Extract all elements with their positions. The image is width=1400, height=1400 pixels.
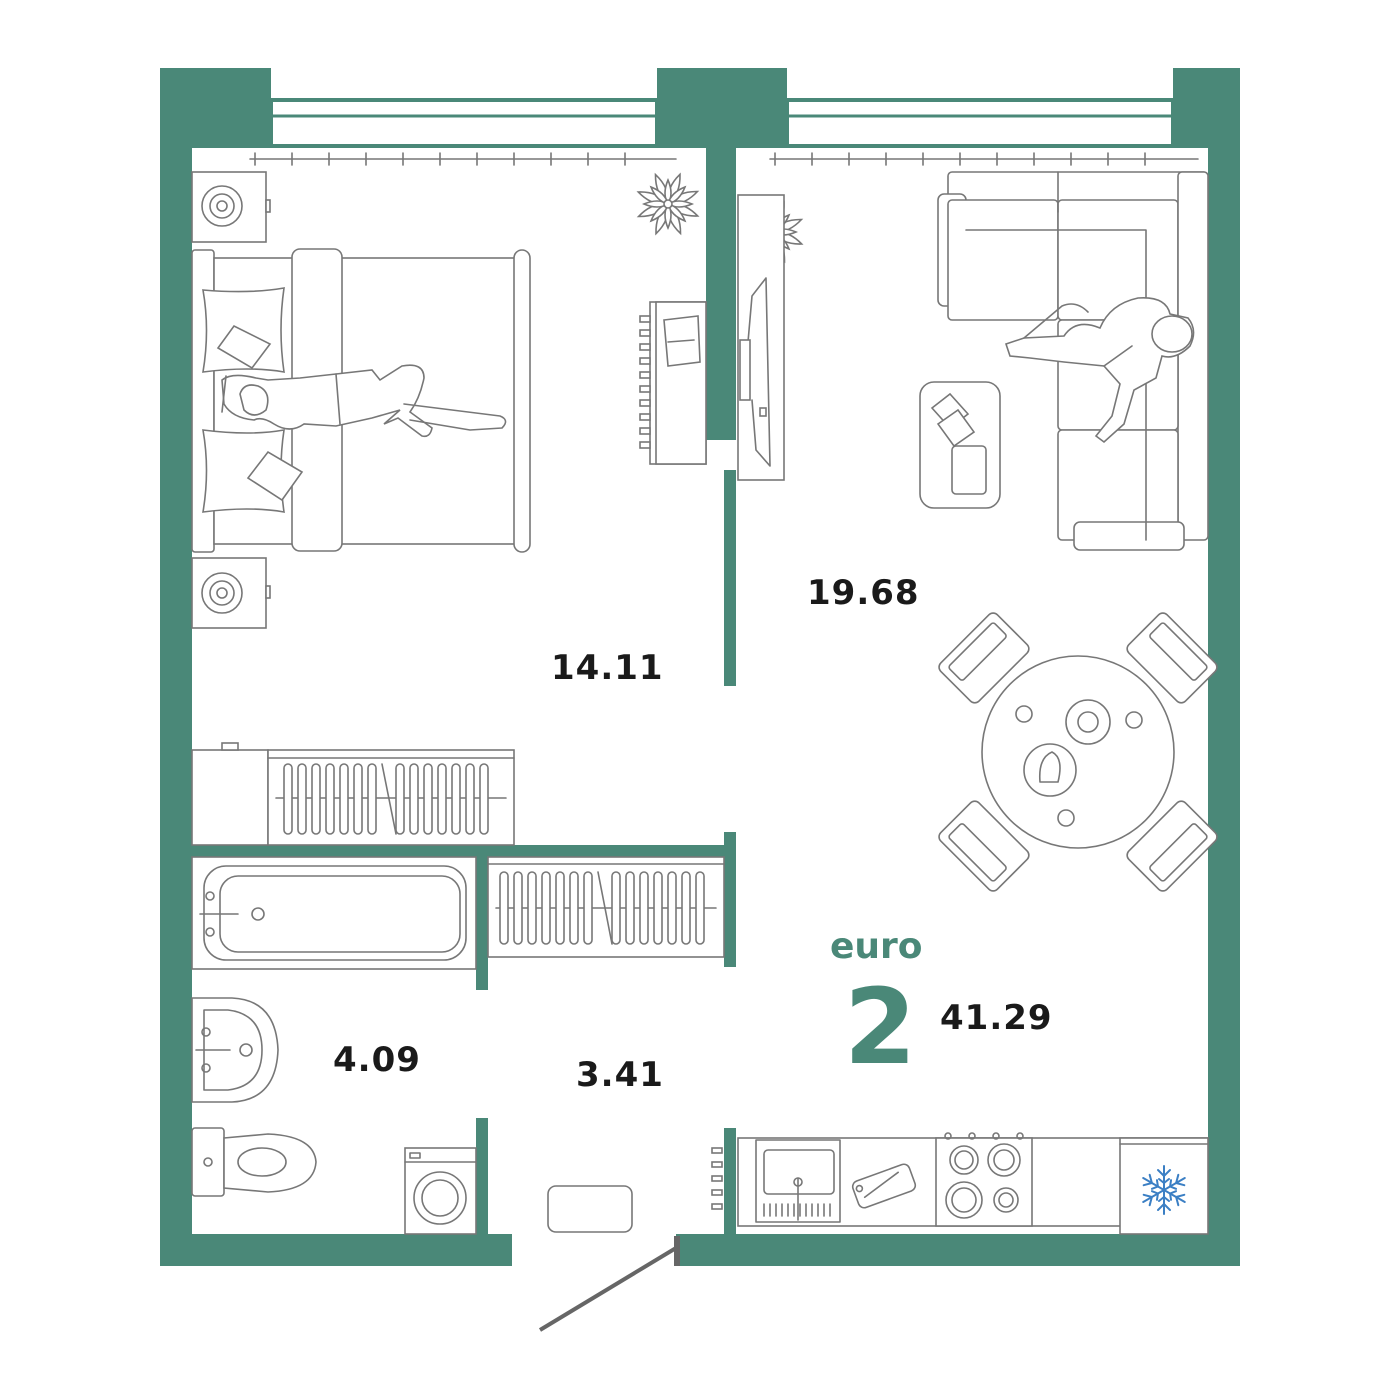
bed [191, 248, 531, 553]
cooktop [935, 1132, 1033, 1227]
entrance-door [538, 1236, 680, 1332]
wardrobe-hallway [487, 856, 725, 958]
room-area-hallway: 3.41 [576, 1055, 664, 1095]
sink [191, 997, 279, 1103]
room-area-living-kitchen: 19.68 [807, 573, 920, 613]
nightstand-top [191, 171, 271, 243]
bathtub [191, 856, 477, 970]
fridge [1119, 1137, 1209, 1235]
nightstand-bottom [191, 557, 271, 629]
total-area: 41.29 [940, 998, 1053, 1038]
window-left [269, 98, 659, 148]
curtain-rod-left [249, 152, 677, 166]
sofa [937, 171, 1209, 551]
doormat [547, 1185, 633, 1233]
toilet [191, 1127, 317, 1197]
dining-table [938, 612, 1218, 892]
washing-machine-icon [404, 1147, 477, 1235]
room-area-bathroom: 4.09 [333, 1040, 421, 1080]
window-right [785, 98, 1175, 148]
apartment-type-label: euro [830, 926, 923, 967]
snowflake-icon [1142, 1165, 1186, 1215]
desk [639, 301, 707, 465]
rooms-count: 2 [844, 966, 917, 1088]
room-area-bedroom: 14.11 [551, 648, 664, 688]
curtain-rod-right [769, 152, 1199, 166]
wardrobe-bedroom [191, 742, 515, 846]
plant-icon [636, 172, 700, 236]
tv-stand [737, 194, 785, 481]
coffee-table [919, 381, 1001, 509]
